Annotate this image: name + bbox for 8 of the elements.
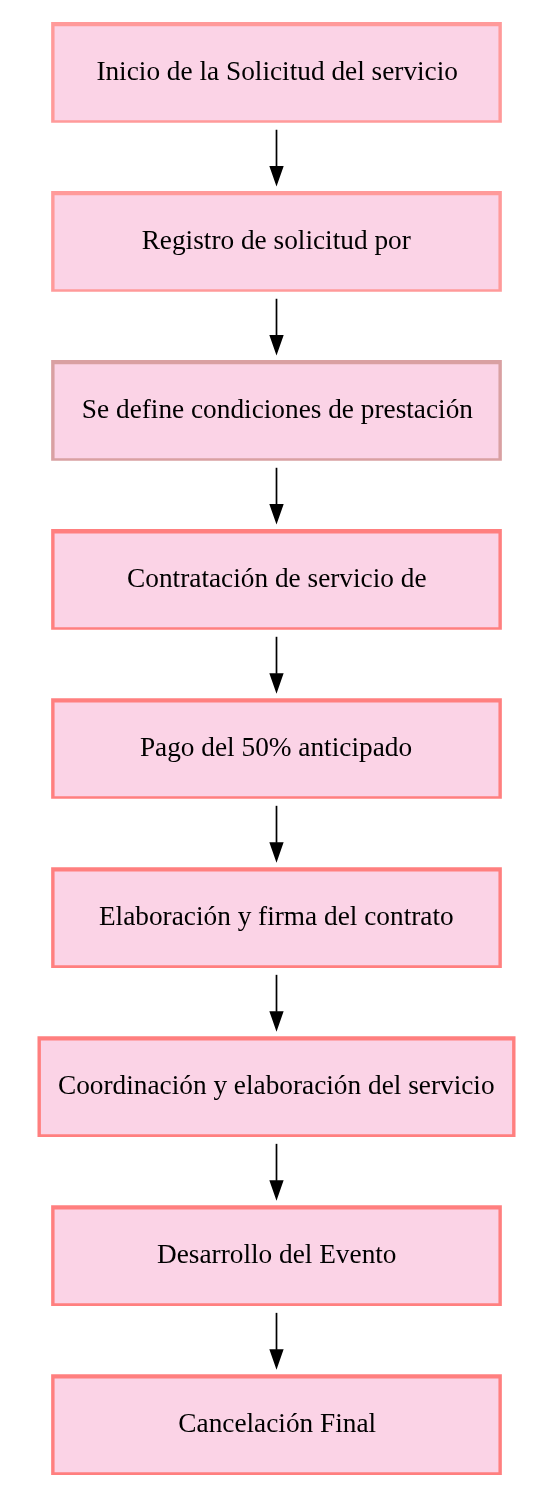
- arrow: [269, 297, 284, 356]
- arrow: [269, 1312, 284, 1370]
- arrow: [269, 466, 284, 525]
- arrow: [269, 1143, 284, 1201]
- arrow: [269, 804, 284, 863]
- arrow: [269, 973, 284, 1032]
- arrow: [269, 635, 284, 694]
- arrow: [269, 128, 284, 187]
